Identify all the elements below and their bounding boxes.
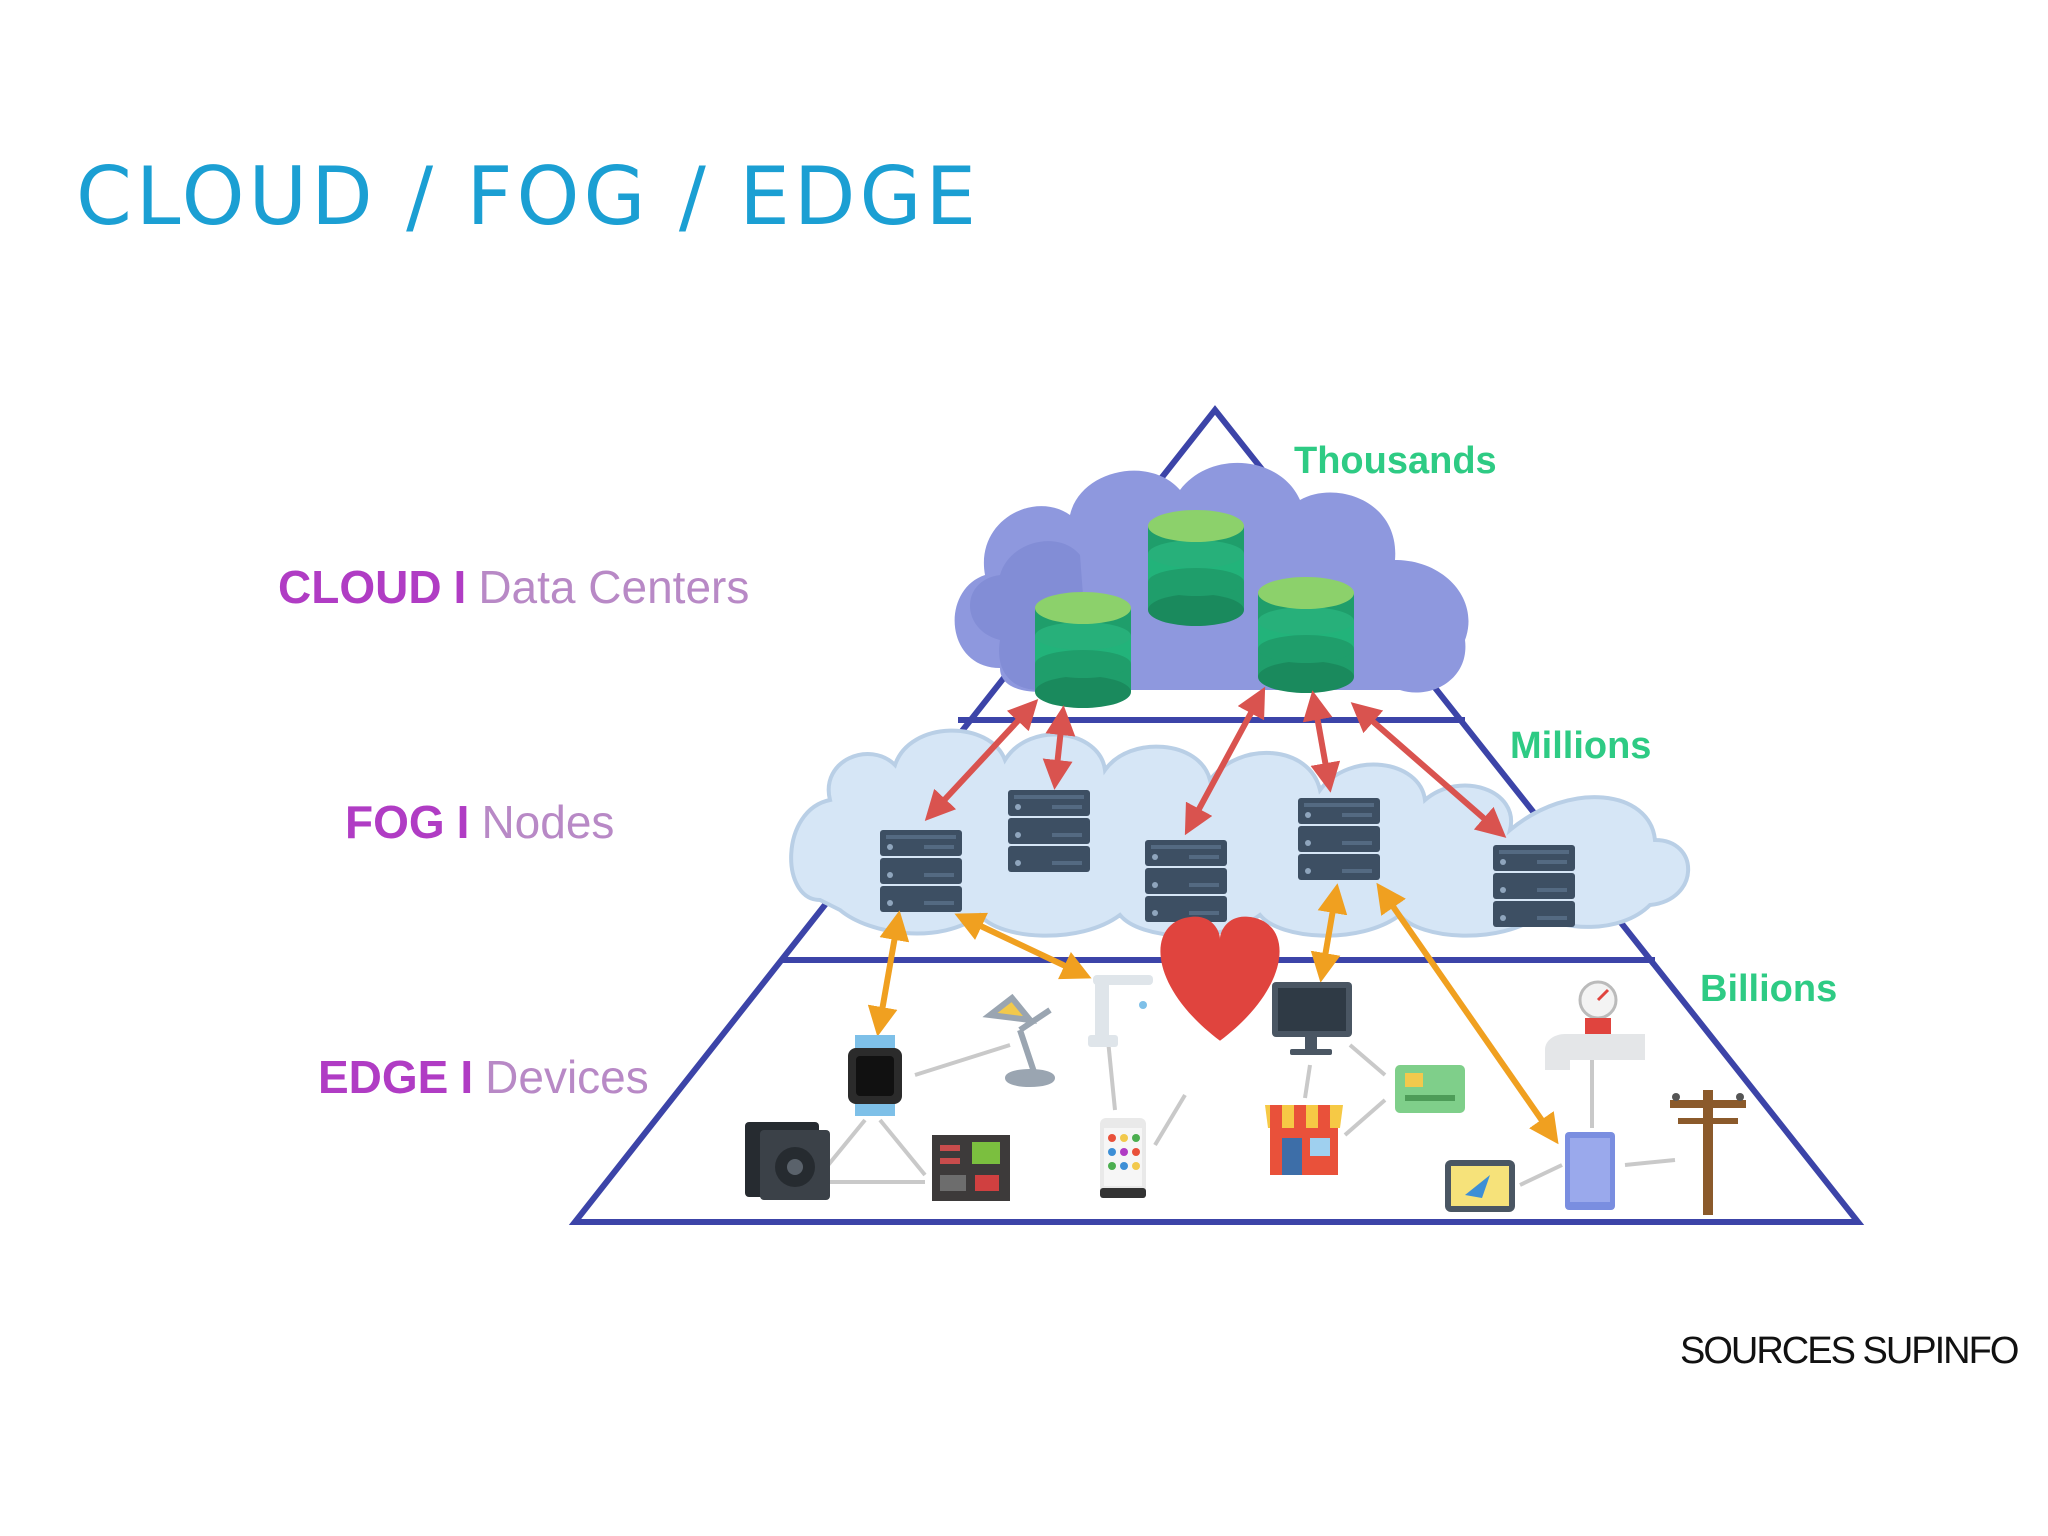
layer-name-edge: EDGE	[318, 1051, 449, 1103]
circuit-board-icon	[932, 1135, 1010, 1201]
desk-lamp-icon	[982, 993, 1055, 1087]
server-icon	[1145, 840, 1227, 922]
smartwatch-icon	[848, 1035, 902, 1116]
server-icon	[1493, 845, 1575, 927]
monitor-icon	[1272, 982, 1352, 1055]
layer-name-cloud: CLOUD	[278, 561, 442, 613]
tablet-icon	[1565, 1132, 1615, 1210]
slide-title: CLOUD / FOG / EDGE	[76, 150, 980, 243]
database-icon	[1035, 592, 1131, 708]
smartphone-icon	[1100, 1118, 1146, 1198]
cloud-fog-links	[924, 686, 1507, 838]
speaker-icon	[745, 1122, 830, 1200]
server-icon	[1298, 798, 1380, 880]
credit-card-icon	[1395, 1065, 1465, 1113]
layer-desc-edge: Devices	[485, 1051, 649, 1103]
power-pole-icon	[1670, 1090, 1746, 1215]
server-icon	[1008, 790, 1090, 872]
database-icon	[1258, 577, 1354, 693]
layer-desc-fog: Nodes	[481, 796, 615, 848]
layer-separator-edge: I	[460, 1051, 474, 1103]
gps-tablet-icon	[1445, 1160, 1515, 1212]
fog-edge-links	[867, 882, 1559, 1145]
scale-label-thousands: Thousands	[1294, 440, 1497, 482]
gauge-pipe-icon	[1545, 980, 1645, 1070]
device-links	[818, 1039, 1676, 1187]
layer-name-fog: FOG	[345, 796, 445, 848]
scale-label-billions: Billions	[1700, 968, 1838, 1010]
layer-separator-fog: I	[456, 796, 470, 848]
faucet-icon	[1088, 975, 1153, 1047]
scale-label-millions: Millions	[1510, 725, 1652, 767]
storefront-icon	[1265, 1105, 1343, 1175]
layer-separator-cloud: I	[453, 561, 467, 613]
layer-desc-cloud: Data Centers	[478, 561, 750, 613]
heart-rate-icon	[1160, 916, 1280, 1082]
server-icon	[880, 830, 962, 912]
database-icon	[1148, 510, 1244, 626]
source-credit: SOURCES SUPINFO	[1680, 1330, 2019, 1372]
